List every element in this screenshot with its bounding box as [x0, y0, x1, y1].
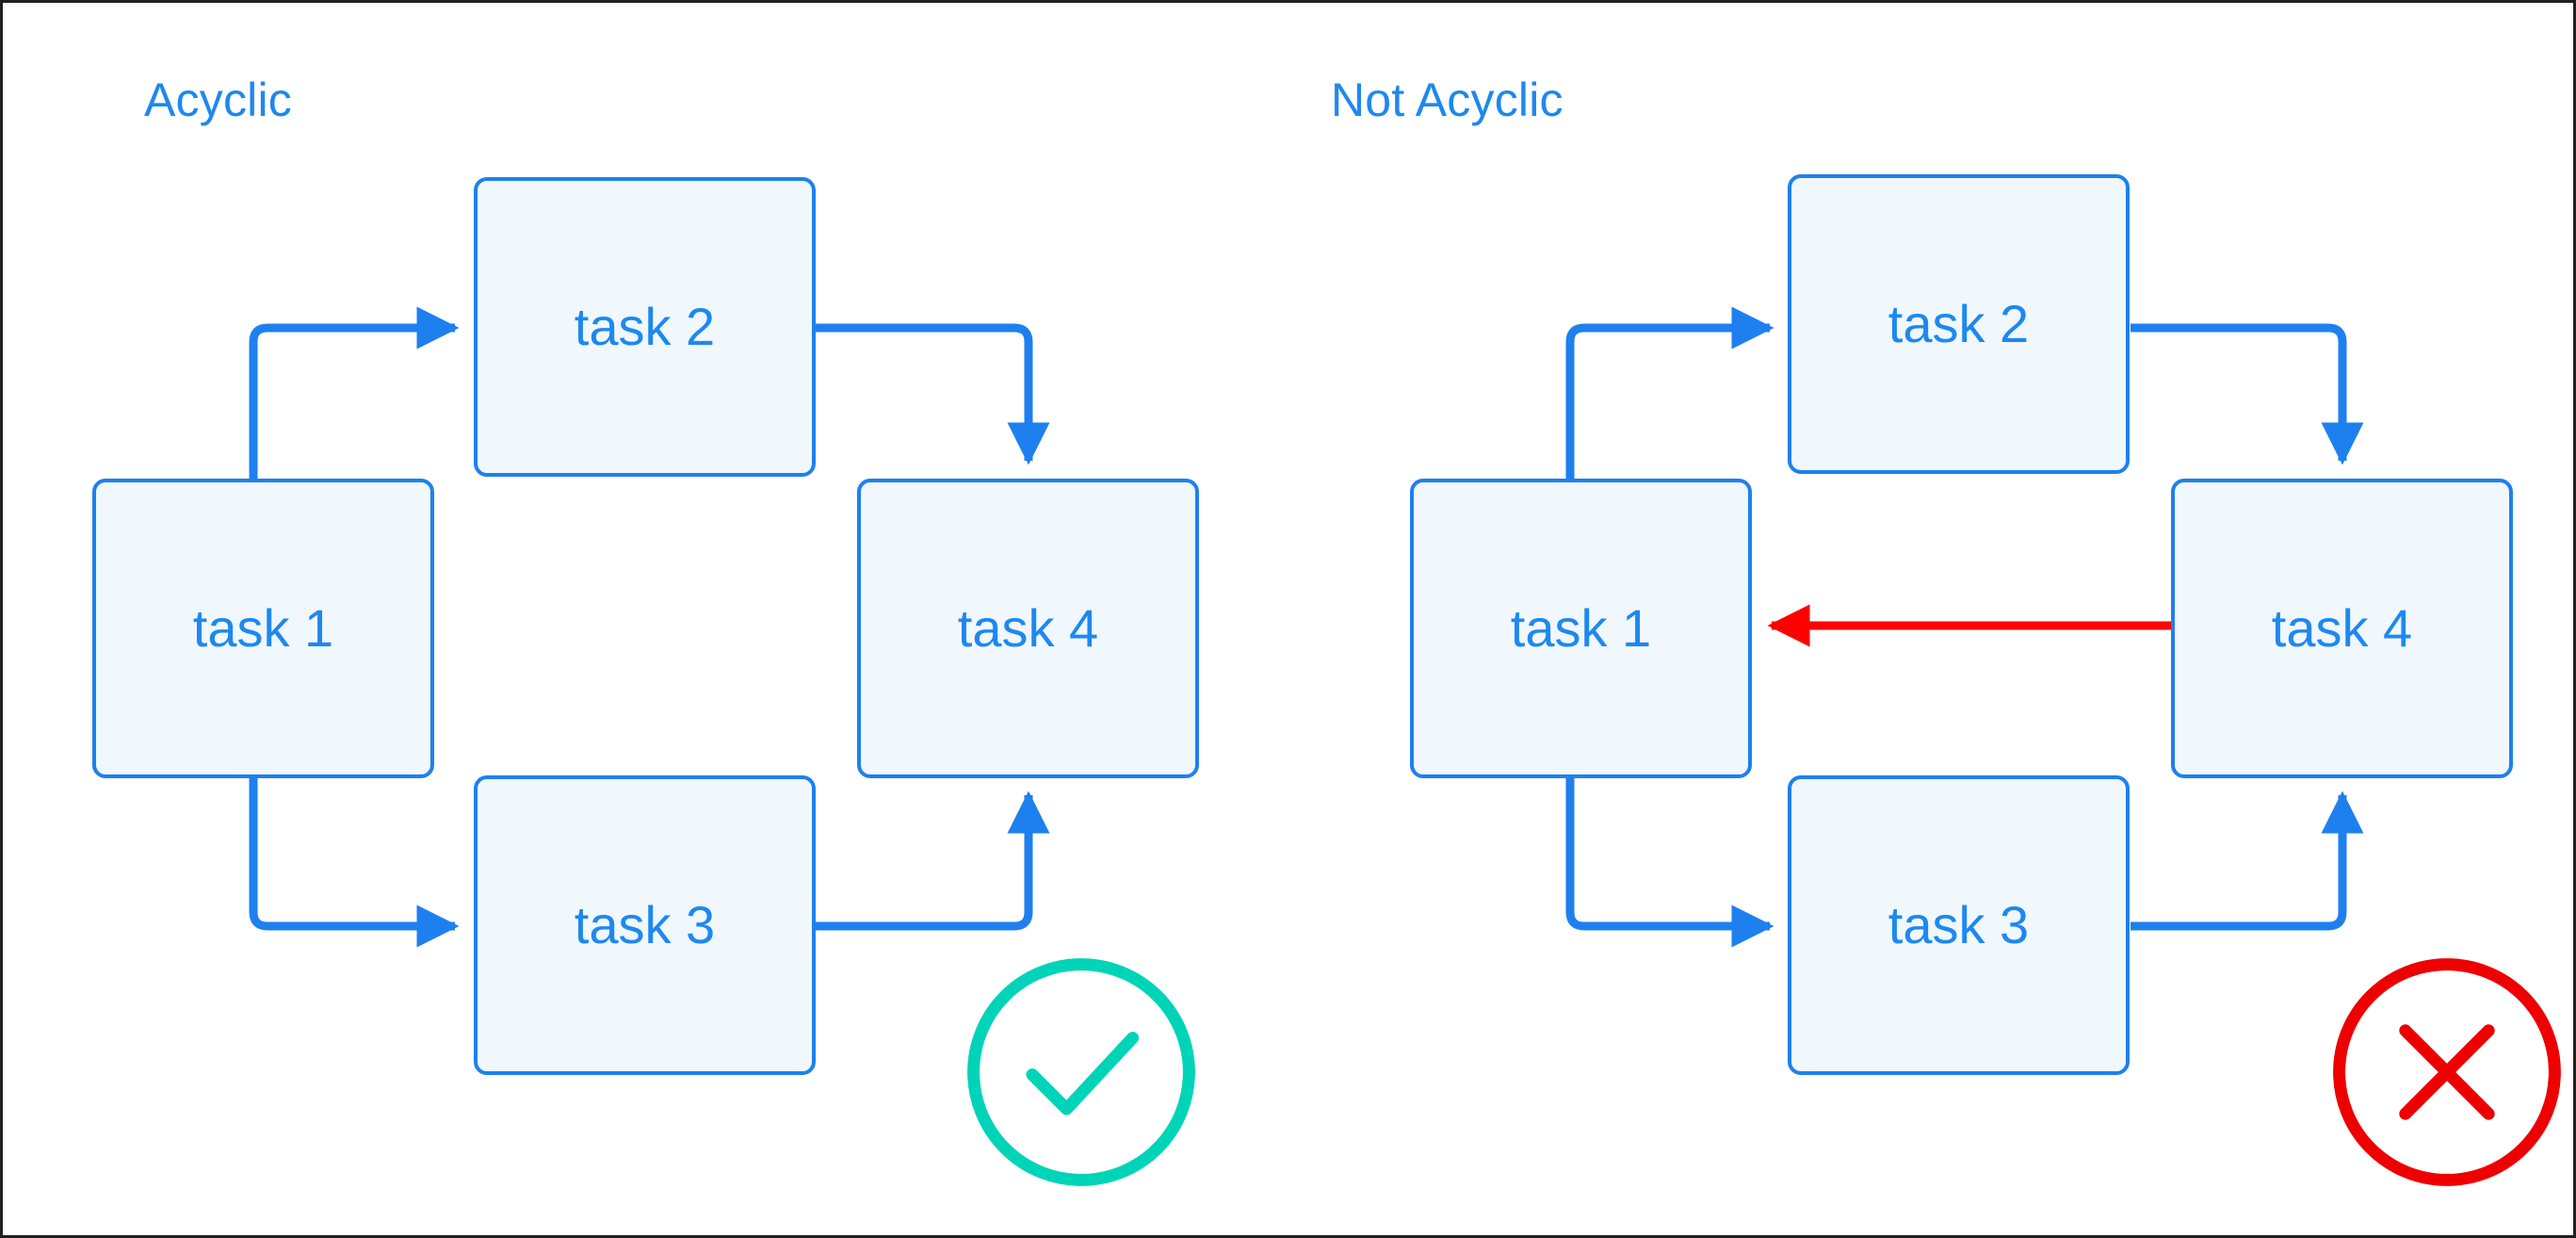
panel-title-acyclic: Acyclic: [144, 73, 292, 126]
edge-task1-to-task2: [249, 306, 460, 479]
node-label: task 1: [1510, 598, 1652, 658]
panel-title-not-acyclic: Not Acyclic: [1331, 73, 1563, 126]
node-not-acyclic-task1[interactable]: task 1: [1410, 479, 1752, 778]
edge-r-task2-to-task4: [2130, 323, 2364, 465]
node-not-acyclic-task3[interactable]: task 3: [1788, 775, 2130, 1075]
node-label: task 3: [1887, 895, 2030, 954]
edge-r-task3-to-task4: [2130, 790, 2364, 931]
x-circle-icon: [2333, 958, 2561, 1186]
node-label: task 3: [574, 895, 716, 954]
node-label: task 4: [957, 598, 1099, 658]
node-acyclic-task1[interactable]: task 1: [92, 479, 434, 778]
edge-task3-to-task4: [816, 790, 1050, 931]
node-label: task 2: [1887, 294, 2030, 353]
node-not-acyclic-task2[interactable]: task 2: [1788, 174, 2130, 474]
node-label: task 2: [574, 297, 716, 356]
edge-task2-to-task4: [816, 323, 1050, 465]
edge-r-task1-to-task3: [1565, 777, 1774, 948]
node-acyclic-task2[interactable]: task 2: [474, 177, 816, 477]
node-label: task 1: [192, 598, 334, 658]
node-label: task 4: [2271, 598, 2413, 658]
edge-r-task1-to-task2: [1565, 306, 1774, 479]
node-acyclic-task3[interactable]: task 3: [474, 775, 816, 1075]
node-not-acyclic-task4[interactable]: task 4: [2171, 479, 2513, 778]
check-circle-icon: [967, 958, 1195, 1186]
node-acyclic-task4[interactable]: task 4: [857, 479, 1199, 778]
edge-task1-to-task3: [249, 777, 460, 948]
